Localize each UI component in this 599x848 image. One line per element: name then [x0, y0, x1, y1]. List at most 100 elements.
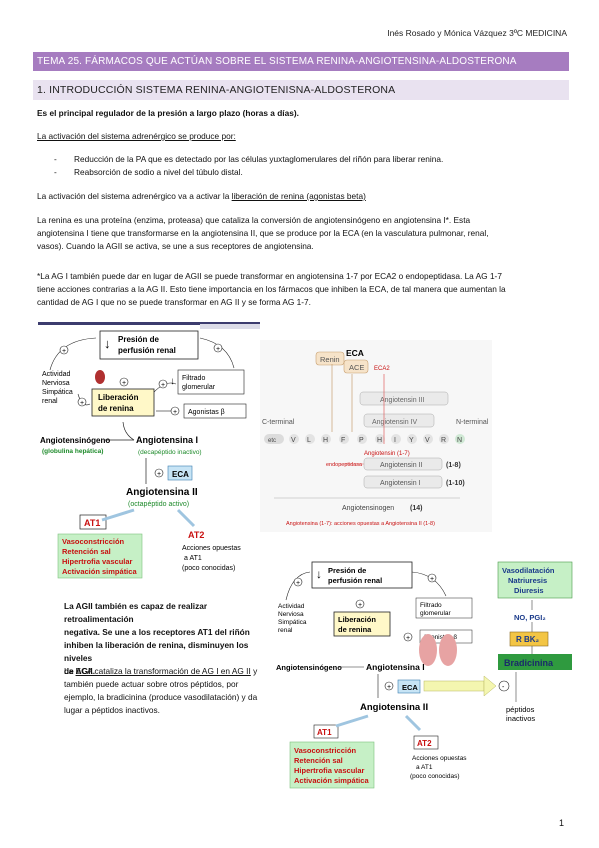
svg-text:Renin: Renin — [320, 355, 340, 364]
svg-text:NO, PGI₂: NO, PGI₂ — [514, 613, 546, 622]
svg-text:(1-10): (1-10) — [446, 480, 465, 487]
svg-text:(globulina hepática): (globulina hepática) — [42, 448, 103, 455]
svg-text:+: + — [216, 346, 220, 353]
svg-text:↓: ↓ — [316, 567, 322, 581]
svg-text:Vasoconstricción: Vasoconstricción — [62, 537, 125, 546]
svg-text:Angiotensin II: Angiotensin II — [380, 462, 422, 469]
svg-text:N-terminal: N-terminal — [456, 419, 489, 426]
svg-text:+: + — [358, 602, 362, 609]
svg-text:glomerular: glomerular — [420, 610, 452, 617]
svg-text:Presión de: Presión de — [118, 335, 159, 344]
svg-text:+: + — [296, 580, 300, 587]
svg-text:AT1: AT1 — [84, 518, 100, 528]
svg-text:↓: ↓ — [104, 336, 111, 351]
svg-text:Retención sal: Retención sal — [62, 547, 111, 556]
paragraph-renin-enzyme: La renina es una proteína (enzima, prote… — [37, 215, 489, 251]
raas-diagram-left: ↓ Presión de perfusión renal Actividad N… — [38, 322, 260, 579]
svg-text:H: H — [323, 437, 328, 444]
svg-text:L: L — [307, 437, 311, 444]
svg-text:+: + — [157, 471, 161, 478]
svg-text:Acciones opuestas: Acciones opuestas — [182, 545, 241, 552]
svg-text:(octapéptido activo): (octapéptido activo) — [128, 501, 189, 508]
svg-text:P: P — [359, 437, 364, 444]
svg-text:Angiotensin I: Angiotensin I — [380, 480, 421, 487]
svg-text:Natriuresis: Natriuresis — [508, 576, 547, 585]
svg-text:-: - — [502, 684, 505, 691]
paragraph-renin-release: La activación del sistema adrenérgico va… — [37, 191, 366, 201]
svg-text:ACE: ACE — [349, 363, 364, 372]
svg-text:perfusión renal: perfusión renal — [118, 346, 176, 355]
svg-text:ECA: ECA — [346, 348, 364, 358]
svg-text:Agonistas β: Agonistas β — [188, 409, 225, 416]
svg-text:N: N — [457, 437, 462, 444]
svg-text:Retención sal: Retención sal — [294, 756, 343, 765]
svg-text:+: + — [80, 400, 84, 407]
list-item: -Reabsorción de sodio a nivel del túbulo… — [54, 167, 243, 177]
svg-text:ECA: ECA — [402, 683, 418, 692]
svg-text:AT1: AT1 — [317, 728, 332, 737]
svg-text:Angiotensinógeno: Angiotensinógeno — [40, 436, 110, 445]
svg-text:Vasoconstricción: Vasoconstricción — [294, 746, 357, 755]
svg-text:Nerviosa: Nerviosa — [278, 611, 304, 618]
svg-text:Actividad: Actividad — [42, 371, 71, 378]
svg-text:inactivos: inactivos — [506, 714, 535, 723]
svg-text:a AT1: a AT1 — [184, 555, 202, 562]
svg-text:↓: ↓ — [170, 376, 175, 387]
svg-text:Actividad: Actividad — [278, 603, 305, 610]
svg-text:+: + — [406, 635, 410, 642]
svg-text:F: F — [341, 437, 345, 444]
svg-text:endopeptidasa: endopeptidasa — [326, 462, 363, 468]
svg-text:de renina: de renina — [338, 625, 372, 634]
svg-text:Angiotensinógeno: Angiotensinógeno — [276, 663, 342, 672]
svg-text:AT2: AT2 — [417, 739, 432, 748]
svg-text:V: V — [291, 437, 296, 444]
svg-text:Angiotensina I: Angiotensina I — [136, 435, 198, 445]
svg-text:I: I — [394, 437, 396, 444]
svg-text:+: + — [430, 576, 434, 583]
svg-text:Diuresis: Diuresis — [514, 586, 544, 595]
svg-text:Angiotensin (1-7): Angiotensin (1-7) — [364, 451, 410, 457]
svg-text:R BK₂: R BK₂ — [516, 635, 540, 644]
angiotensin-peptide-diagram: Renin ECA ACE ECA2 Angiotensin III Angio… — [260, 340, 492, 532]
list-item: -Reducción de la PA que es detectado por… — [54, 154, 444, 164]
svg-text:Filtrado: Filtrado — [182, 375, 205, 382]
svg-text:(poco conocidas): (poco conocidas) — [410, 773, 460, 780]
svg-text:R: R — [441, 437, 446, 444]
svg-text:Hipertrofia vascular: Hipertrofia vascular — [294, 766, 365, 775]
svg-text:+: + — [161, 382, 165, 389]
svg-text:Agonistas β: Agonistas β — [423, 634, 457, 641]
page-number: 1 — [558, 818, 564, 828]
svg-text:Acciones opuestas: Acciones opuestas — [412, 755, 467, 762]
svg-text:Y: Y — [409, 437, 414, 444]
svg-text:renal: renal — [278, 627, 293, 634]
paragraph-regulator: Es el principal regulador de la presión … — [37, 108, 299, 118]
svg-text:(1-8): (1-8) — [446, 462, 461, 469]
svg-text:AT2: AT2 — [188, 530, 204, 540]
svg-text:(poco conocidas): (poco conocidas) — [182, 565, 235, 572]
svg-text:Simpática: Simpática — [42, 389, 73, 396]
svg-text:+: + — [173, 409, 177, 416]
svg-text:Angiotensina I: Angiotensina I — [366, 662, 425, 672]
svg-text:Activación simpática: Activación simpática — [62, 567, 137, 576]
svg-text:Presión de: Presión de — [328, 566, 366, 575]
svg-text:(decapéptido inactivo): (decapéptido inactivo) — [138, 449, 202, 456]
svg-text:Angiotensin III: Angiotensin III — [380, 397, 424, 404]
svg-text:a AT1: a AT1 — [416, 764, 433, 771]
svg-text:etc: etc — [268, 438, 276, 444]
paragraph-eca-bradykinin: La ECA cataliza la transformación de AG … — [64, 666, 258, 715]
svg-text:H: H — [377, 437, 382, 444]
svg-text:renal: renal — [42, 398, 58, 405]
svg-text:Filtrado: Filtrado — [420, 602, 442, 609]
svg-text:péptidos: péptidos — [506, 705, 535, 714]
svg-text:Liberación: Liberación — [338, 615, 376, 624]
paragraph-feedback: La AGII también es capaz de realizar ret… — [64, 601, 250, 676]
svg-text:de renina: de renina — [98, 404, 134, 413]
svg-text:Hipertrofia vascular: Hipertrofia vascular — [62, 557, 133, 566]
svg-text:ECA: ECA — [172, 470, 189, 479]
svg-text:Bradicinina: Bradicinina — [504, 658, 554, 668]
svg-text:Liberación: Liberación — [98, 393, 139, 402]
section-title: 1. INTRODUCCIÓN SISTEMA RENINA-ANGIOTENI… — [33, 80, 569, 100]
svg-text:V: V — [425, 437, 430, 444]
svg-text:ECA2: ECA2 — [374, 366, 390, 372]
svg-text:Angiotensina (1-7): acciones o: Angiotensina (1-7): acciones opuestas a … — [286, 521, 435, 527]
